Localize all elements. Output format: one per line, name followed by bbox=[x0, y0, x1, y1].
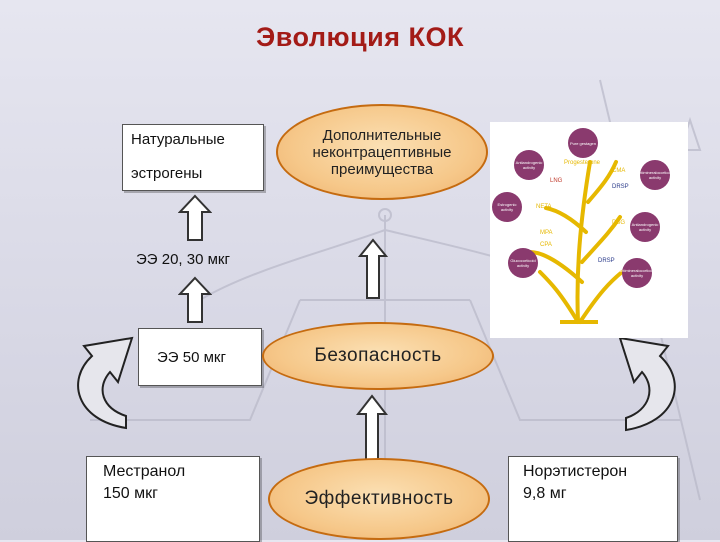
stem-label-lng: LNG bbox=[550, 178, 563, 184]
curved-arrow-left bbox=[77, 336, 134, 430]
stem-label-cma: CMA bbox=[612, 168, 626, 174]
progestin-tree-drawing bbox=[528, 160, 624, 324]
mestranol-line2: 150 мкг bbox=[103, 485, 158, 502]
curved-arrow-right bbox=[618, 336, 676, 432]
safety-oval: Безопасность bbox=[262, 322, 494, 390]
norethisterone-line1: Норэтистерон bbox=[523, 463, 628, 480]
ee-50-box: ЭЭ 50 мкг bbox=[138, 328, 262, 386]
up-arrow-center-top bbox=[358, 238, 388, 299]
up-arrow-left-middle bbox=[178, 276, 212, 323]
node-glucocorticoid: Glucocorticoid activity bbox=[508, 248, 538, 278]
stem-label-mpa: MPA bbox=[540, 230, 553, 236]
node-estrogenic: Estrogenic activity bbox=[492, 192, 522, 222]
up-arrow-left-top bbox=[178, 194, 212, 241]
efficacy-label: Эффективность bbox=[304, 488, 454, 509]
natural-estrogens-box: Натуральные эстрогены bbox=[122, 124, 264, 191]
ee-20-30-label: ЭЭ 20, 30 мкг bbox=[136, 251, 230, 268]
natural-estrogens-line2: эстрогены bbox=[131, 165, 203, 182]
node-antiandrogenic-1: Antiandrogenic activity bbox=[514, 150, 544, 180]
stem-label-drsp-1: DRSP bbox=[612, 184, 629, 190]
extra-benefits-oval: Дополнительные неконтрацептивные преимущ… bbox=[276, 104, 488, 200]
norethisterone-line2: 9,8 мг bbox=[523, 485, 567, 502]
norethisterone-box: Норэтистерон 9,8 мг bbox=[508, 456, 678, 542]
stem-label-dsg: DSG bbox=[612, 220, 626, 226]
node-antiandrogenic-2: Antiandrogenic activity bbox=[630, 212, 660, 242]
stem-label-neta: NETA bbox=[536, 204, 552, 210]
natural-estrogens-line1: Натуральные bbox=[131, 131, 225, 148]
stem-label-cpa: CPA bbox=[540, 242, 552, 248]
efficacy-oval: Эффективность bbox=[268, 458, 490, 540]
stem-label-drsp-2: DRSP bbox=[598, 258, 615, 264]
mestranol-line1: Местранол bbox=[103, 463, 186, 480]
node-antimineralocorticoid-2: Antimineralocorticoid activity bbox=[618, 258, 656, 288]
node-antimineralocorticoid-1: Antimineralocorticoid activity bbox=[636, 160, 674, 190]
slide-title: Эволюция КОК bbox=[256, 22, 464, 52]
extra-benefits-label: Дополнительные неконтрацептивные преимущ… bbox=[312, 126, 452, 178]
progestin-tree-figure: Pure gestagen Antiandrogenic activity An… bbox=[490, 122, 688, 338]
up-arrow-center-bottom bbox=[356, 394, 388, 467]
node-pure-gestagen: Pure gestagen bbox=[568, 128, 598, 158]
mestranol-box: Местранол 150 мкг bbox=[86, 456, 260, 542]
ee-50-label: ЭЭ 50 мкг bbox=[157, 349, 226, 366]
stem-label-progesterone: Progesterone bbox=[564, 160, 601, 166]
safety-label: Безопасность bbox=[314, 345, 442, 366]
